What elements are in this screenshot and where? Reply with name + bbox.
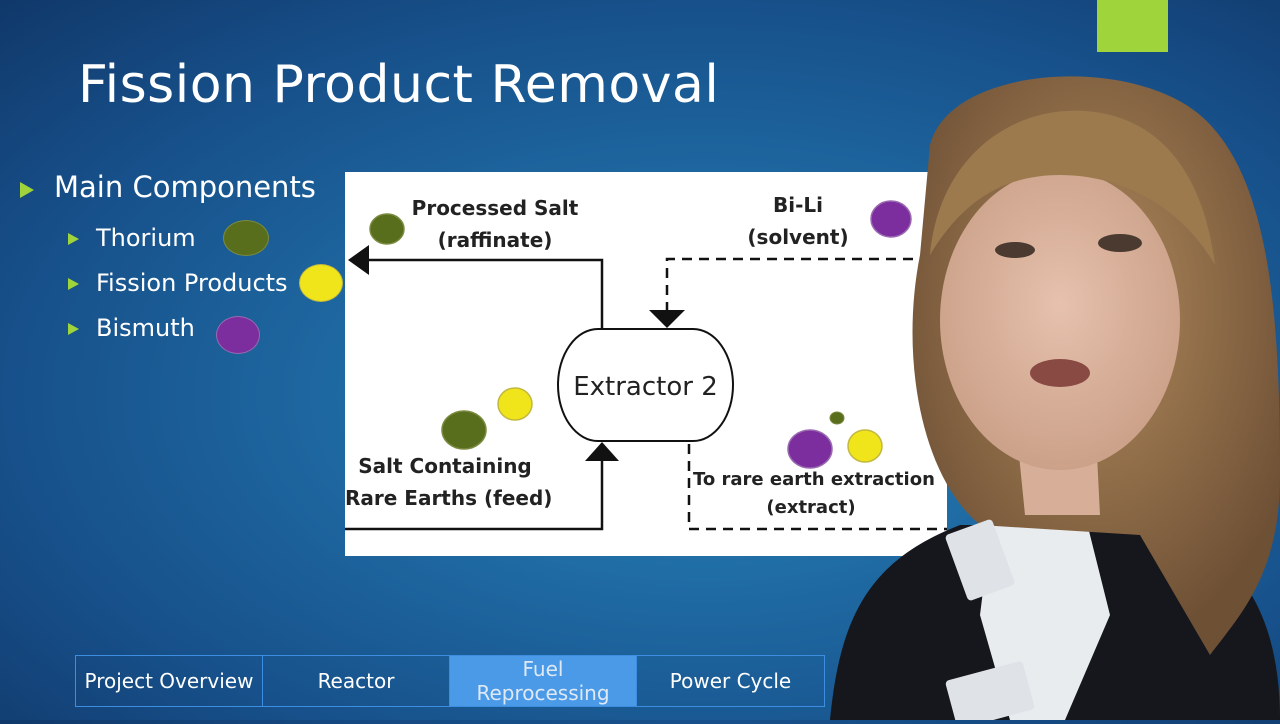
processed-salt-label: Processed Salt (raffinate): [405, 192, 585, 256]
processed-salt-line2: (raffinate): [405, 224, 585, 256]
tab-fuel-reprocessing[interactable]: Fuel Reprocessing: [450, 656, 637, 706]
feed-line2: Rare Earths (feed): [345, 482, 545, 514]
bullet-main-label: Main Components: [54, 170, 316, 204]
slide-title: Fission Product Removal: [78, 55, 719, 115]
processed-salt-line1: Processed Salt: [405, 192, 585, 224]
feed-line1: Salt Containing: [345, 450, 545, 482]
section-nav: Project Overview Reactor Fuel Reprocessi…: [75, 655, 825, 707]
speaker-silhouette: [810, 55, 1280, 720]
bullet-bismuth-label: Bismuth: [96, 314, 195, 342]
bullet-arrow-icon: [20, 182, 34, 198]
bullet-fission-products-label: Fission Products: [96, 269, 288, 297]
bullet-arrow-icon: [68, 233, 79, 245]
extractor-label: Extractor 2: [558, 372, 733, 402]
bismuth-legend-dot: [216, 316, 260, 354]
speaker-video: [810, 55, 1280, 720]
thorium-legend-dot: [223, 220, 269, 256]
tab-project-overview[interactable]: Project Overview: [76, 656, 263, 706]
tab-power-cycle[interactable]: Power Cycle: [637, 656, 824, 706]
accent-bar: [1097, 0, 1168, 52]
bullet-arrow-icon: [68, 278, 79, 290]
tab-reactor[interactable]: Reactor: [263, 656, 450, 706]
feed-label: Salt Containing Rare Earths (feed): [345, 450, 545, 514]
fission-products-legend-dot: [299, 264, 343, 302]
bullet-thorium-label: Thorium: [96, 224, 196, 252]
bullet-arrow-icon: [68, 323, 79, 335]
